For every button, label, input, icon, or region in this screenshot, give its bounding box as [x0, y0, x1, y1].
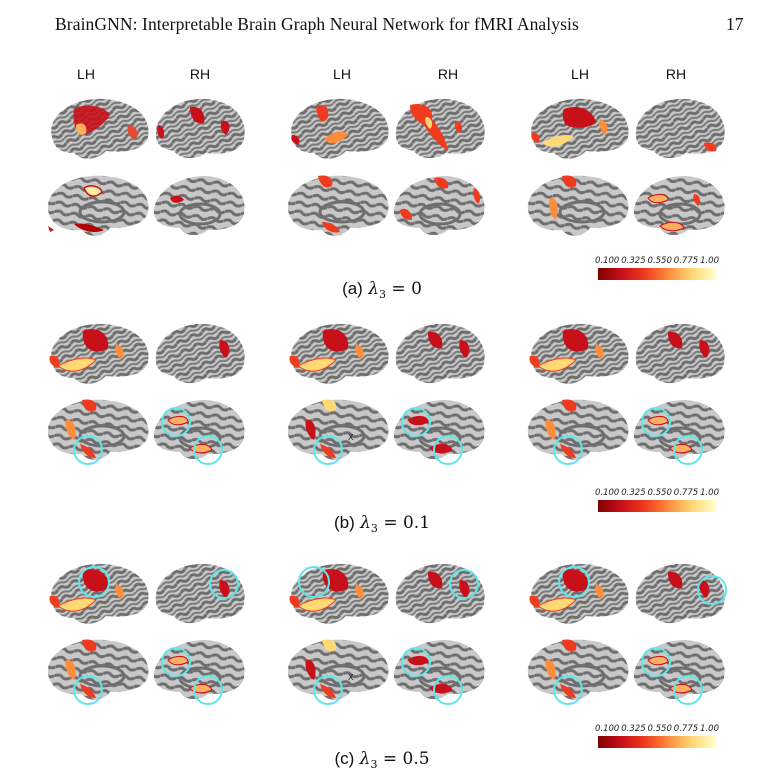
lateral-left-hemisphere — [529, 323, 629, 384]
highlight-circle — [161, 407, 191, 437]
colorbar: 0.100 0.325 0.550 0.775 1.00 — [595, 724, 719, 748]
medial-right-hemisphere — [394, 400, 485, 465]
medial-right-hemisphere — [154, 176, 245, 236]
colorbar-tick: 0.550 — [647, 488, 672, 498]
medial-left-hemisphere: X — [287, 639, 389, 705]
highlight-circle — [697, 575, 727, 605]
colorbar-gradient — [598, 268, 716, 280]
lateral-left-hemisphere — [529, 563, 629, 624]
colorbar-gradient — [598, 500, 716, 512]
hemisphere-label: LH — [571, 66, 589, 82]
colorbar-tick: 0.775 — [673, 488, 699, 498]
lateral-right-hemisphere — [395, 98, 485, 159]
lateral-right-hemisphere — [635, 323, 725, 384]
highlight-circle — [313, 435, 343, 465]
medial-right-hemisphere — [394, 640, 485, 705]
colorbar-tick: 1.00 — [700, 724, 719, 734]
highlight-circle — [433, 675, 463, 705]
page-number: 17 — [726, 14, 744, 34]
medial-left-hemisphere — [47, 639, 149, 705]
medial-left-hemisphere — [47, 399, 149, 465]
annotation-marker: X — [348, 673, 354, 682]
lateral-right-hemisphere — [155, 563, 245, 624]
hemisphere-label: LH — [77, 66, 95, 82]
colorbar-tick: 1.00 — [700, 488, 719, 498]
colorbar-tick: 0.100 — [595, 256, 620, 266]
highlight-circle — [73, 675, 103, 705]
colorbar: 0.100 0.325 0.550 0.775 1.00 — [595, 488, 719, 512]
medial-left-hemisphere — [287, 175, 389, 236]
medial-left-hemisphere — [527, 175, 629, 236]
highlight-circle — [193, 675, 223, 705]
highlight-circle — [401, 647, 431, 677]
hemisphere-label: RH — [437, 66, 459, 82]
colorbar-tick: 0.550 — [647, 256, 672, 266]
highlight-circle — [553, 435, 583, 465]
annotation-marker: X — [348, 433, 354, 442]
hemisphere-label: RH — [189, 66, 211, 82]
highlight-circle — [298, 566, 330, 598]
colorbar-tick: 0.325 — [621, 724, 646, 734]
highlight-circle — [449, 569, 479, 599]
highlight-circle — [641, 647, 671, 677]
highlight-circle — [401, 407, 431, 437]
lateral-left-hemisphere — [291, 98, 389, 159]
highlight-circle — [193, 435, 223, 465]
highlight-circle — [558, 566, 590, 598]
hemisphere-label: RH — [665, 66, 687, 82]
medial-right-hemisphere — [394, 176, 485, 236]
hemisphere-label: LH — [333, 66, 351, 82]
medial-left-hemisphere — [527, 639, 629, 705]
colorbar-tick: 0.100 — [595, 488, 620, 498]
lateral-left-hemisphere — [289, 563, 389, 624]
running-head: BrainGNN: Interpretable Brain Graph Neur… — [55, 14, 579, 34]
highlight-circle — [209, 569, 239, 599]
medial-right-hemisphere — [634, 640, 725, 705]
colorbar-gradient — [598, 736, 716, 748]
colorbar-tick: 0.775 — [673, 724, 699, 734]
highlight-circle — [553, 675, 583, 705]
medial-left-hemisphere — [527, 399, 629, 465]
lateral-right-hemisphere — [395, 323, 485, 384]
lateral-left-hemisphere — [49, 563, 149, 624]
highlight-circle — [78, 566, 110, 598]
highlight-circle — [673, 675, 703, 705]
colorbar: 0.100 0.325 0.550 0.775 1.00 — [595, 256, 719, 280]
lateral-right-hemisphere — [635, 563, 727, 624]
subfigure-caption-c: (c) λ3 = 0.5 — [334, 749, 430, 771]
lateral-right-hemisphere — [635, 98, 725, 159]
subfigure-caption-b: (b) λ3 = 0.1 — [333, 513, 431, 535]
colorbar-tick: 0.325 — [621, 488, 646, 498]
highlight-circle — [73, 435, 103, 465]
medial-right-hemisphere — [154, 400, 245, 465]
medial-right-hemisphere — [634, 400, 725, 465]
lateral-left-hemisphere — [51, 98, 149, 159]
colorbar-tick: 0.325 — [621, 256, 646, 266]
lateral-left-hemisphere — [531, 98, 629, 159]
colorbar-tick: 0.775 — [673, 256, 699, 266]
highlight-circle — [433, 435, 463, 465]
lateral-right-hemisphere — [395, 563, 485, 624]
medial-right-hemisphere — [154, 640, 245, 705]
medial-left-hemisphere — [47, 175, 149, 236]
lateral-left-hemisphere — [289, 323, 389, 384]
subfigure-caption-a: (a) λ3 = 0 — [342, 279, 422, 301]
highlight-circle — [641, 407, 671, 437]
colorbar-tick: 0.100 — [595, 724, 620, 734]
highlight-circle — [673, 435, 703, 465]
medial-left-hemisphere: X — [287, 399, 389, 465]
colorbar-tick: 1.00 — [700, 256, 719, 266]
lateral-left-hemisphere — [49, 323, 149, 384]
lateral-right-hemisphere — [155, 98, 245, 159]
highlight-circle — [313, 675, 343, 705]
colorbar-tick: 0.550 — [647, 724, 672, 734]
lateral-right-hemisphere — [155, 323, 245, 384]
highlight-circle — [161, 647, 191, 677]
medial-right-hemisphere — [634, 176, 725, 236]
